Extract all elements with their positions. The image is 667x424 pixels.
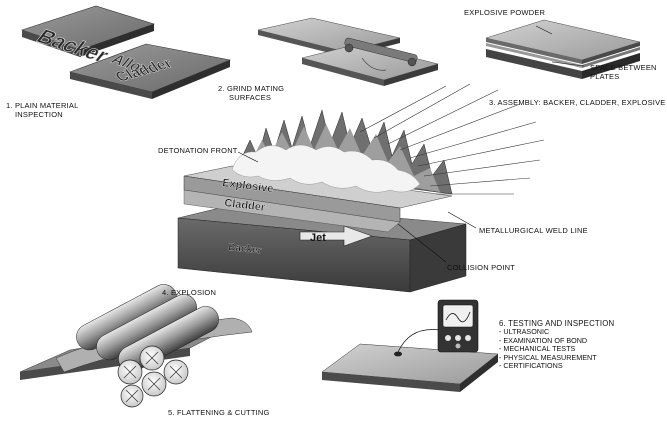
detonation-front-label: DETONATION FRONT (158, 146, 238, 155)
grinder-tool (344, 37, 418, 71)
step1-caption-line1: 1. PLAIN MATERIAL (6, 101, 79, 110)
plate-word-jet: Jet (310, 232, 326, 244)
testing-item: EXAMINATION OF BOND (499, 336, 597, 346)
step6-caption: 6. TESTING AND INSPECTION (499, 319, 615, 328)
testing-item: CERTIFICATIONS (499, 362, 597, 371)
ultrasonic-tester-icon (437, 299, 479, 353)
testing-items-list: ULTRASONIC EXAMINATION OF BOND MECHANICA… (499, 327, 597, 371)
space-between-plates-label-line1: SPACE BETWEEN (590, 63, 657, 72)
step1-backer-plate (21, 5, 155, 57)
testing-item: ULTRASONIC (499, 327, 597, 337)
plate-word-cladder-main: Cladder (224, 197, 267, 214)
step1-cladder-plate (68, 43, 232, 99)
step2-caption-line1: 2. GRIND MATING (218, 84, 285, 93)
collision-point-label: COLLISION POINT (447, 263, 516, 272)
step2-caption-line2: SURFACES (229, 93, 272, 102)
space-between-plates-label-line2: PLATES (590, 72, 620, 81)
explosive-powder-label: EXPLOSIVE POWDER (464, 8, 546, 17)
step5-caption: 5. FLATTENING & CUTTING (168, 408, 270, 417)
testing-item: PHYSICAL MEASUREMENT (499, 353, 596, 363)
plate-word-backer-main: Backer (228, 242, 262, 256)
step3-caption: 3. ASSEMBLY: BACKER, CLADDER, EXPLOSIVE (489, 98, 666, 107)
step6-test-plate (321, 329, 499, 392)
metallurgical-weld-line-label: METALLURGICAL WELD LINE (479, 226, 588, 235)
step3-assembly-stack (485, 19, 641, 79)
step5-flattening-rollers (19, 284, 253, 408)
testing-item: MECHANICAL TESTS (499, 345, 597, 354)
step4-explosion-assembly (177, 83, 545, 293)
step1-caption-line2: INSPECTION (15, 110, 63, 119)
step4-caption: 4. EXPLOSION (162, 288, 217, 297)
